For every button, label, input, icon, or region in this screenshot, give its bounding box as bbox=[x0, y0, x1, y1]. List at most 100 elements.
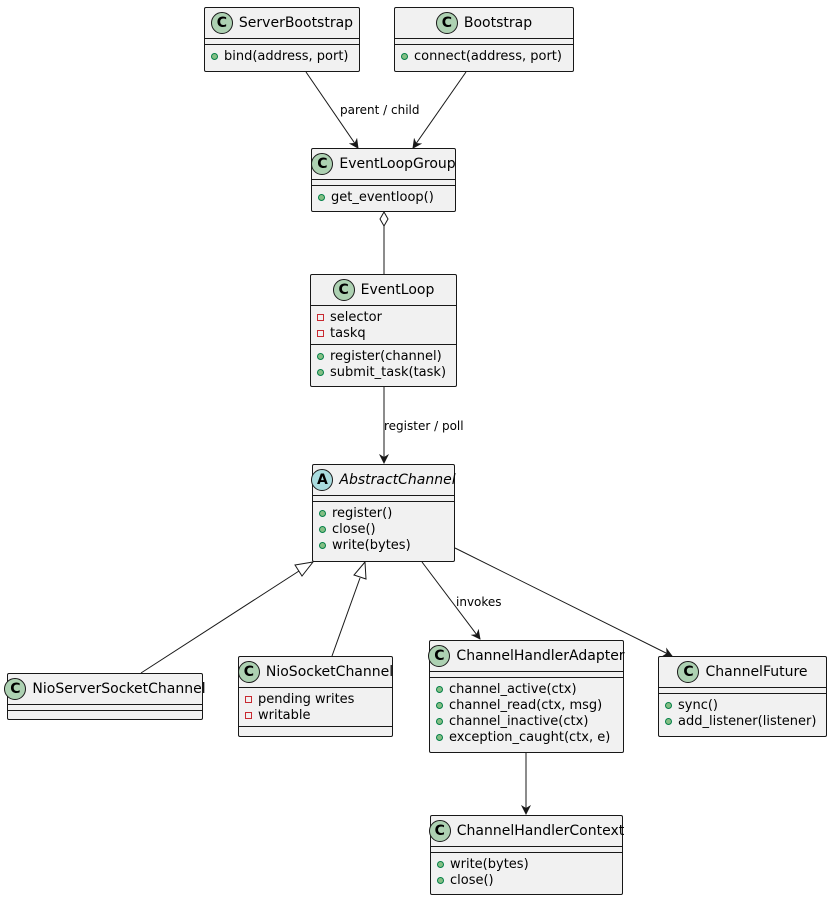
public-visibility-icon bbox=[319, 541, 326, 549]
class-stereotype-icon: C bbox=[428, 645, 451, 667]
class-name: EventLoopGroup bbox=[339, 156, 456, 172]
public-visibility-icon bbox=[437, 860, 444, 868]
class-channelhandlercontext[interactable]: C ChannelHandlerContext write(bytes) clo… bbox=[428, 815, 625, 895]
method-item: sync() bbox=[665, 697, 826, 713]
method-item: channel_read(ctx, msg) bbox=[436, 697, 623, 713]
public-visibility-icon bbox=[436, 701, 443, 709]
class-name: AbstractChannel bbox=[339, 472, 456, 488]
class-stereotype-icon: C bbox=[311, 153, 334, 175]
class-header: C NioServerSocketChannel bbox=[4, 674, 206, 705]
methods-section: channel_active(ctx) channel_read(ctx, ms… bbox=[430, 678, 623, 748]
field-item: selector bbox=[317, 309, 456, 325]
fields-section bbox=[659, 688, 826, 694]
relation-bootstrap-eventloopgroup bbox=[412, 71, 467, 149]
class-channelfuture[interactable]: C ChannelFuture sync() add_listener(list… bbox=[658, 656, 827, 737]
relation-label-invokes: invokes bbox=[456, 595, 502, 609]
class-niosocketchannel[interactable]: C NioSocketChannel pending writes writab… bbox=[237, 656, 394, 737]
methods-section: bind(address, port) bbox=[205, 45, 359, 67]
methods-section: connect(address, port) bbox=[395, 45, 573, 67]
public-visibility-icon bbox=[317, 368, 324, 376]
relation-niosocketchannel-abstractchannel bbox=[331, 577, 361, 657]
method-item: submit_task(task) bbox=[317, 364, 456, 380]
public-visibility-icon bbox=[437, 876, 444, 884]
relation-abstractchannel-channelfuture bbox=[454, 547, 673, 657]
fields-section bbox=[313, 496, 454, 502]
class-header: C ServerBootstrap bbox=[205, 8, 359, 39]
methods-section bbox=[239, 727, 392, 732]
class-stereotype-icon: C bbox=[4, 678, 27, 700]
fields-section bbox=[8, 705, 202, 711]
public-visibility-icon bbox=[318, 193, 325, 201]
method-item: close() bbox=[437, 872, 622, 888]
relation-label-register-poll: register / poll bbox=[384, 419, 464, 433]
class-header: C EventLoopGroup bbox=[311, 149, 456, 180]
class-stereotype-icon: C bbox=[677, 661, 700, 683]
class-name: ChannelHandlerContext bbox=[456, 823, 625, 839]
method-item: register(channel) bbox=[317, 348, 456, 364]
field-item: pending writes bbox=[245, 691, 392, 707]
private-visibility-icon bbox=[317, 313, 324, 321]
class-eventloop[interactable]: C EventLoop selector taskq register(chan… bbox=[310, 274, 457, 387]
public-visibility-icon bbox=[436, 733, 443, 741]
class-bootstrap[interactable]: C Bootstrap connect(address, port) bbox=[394, 7, 574, 72]
public-visibility-icon bbox=[436, 717, 443, 725]
fields-section bbox=[430, 672, 623, 678]
methods-section: get_eventloop() bbox=[312, 186, 455, 208]
method-item: exception_caught(ctx, e) bbox=[436, 729, 623, 745]
class-name: Bootstrap bbox=[463, 15, 533, 31]
class-stereotype-icon: C bbox=[435, 12, 458, 34]
class-name: NioSocketChannel bbox=[265, 664, 394, 680]
public-visibility-icon bbox=[317, 352, 324, 360]
class-stereotype-icon: C bbox=[428, 820, 451, 842]
relation-abstractchannel-channelhandleradapter bbox=[421, 561, 481, 640]
class-stereotype-icon: C bbox=[332, 279, 355, 301]
class-stereotype-icon: C bbox=[237, 661, 260, 683]
relation-serverbootstrap-eventloopgroup bbox=[305, 71, 359, 149]
field-item: writable bbox=[245, 707, 392, 723]
class-header: A AbstractChannel bbox=[311, 465, 456, 496]
fields-section bbox=[312, 180, 455, 186]
class-header: C ChannelHandlerContext bbox=[428, 816, 625, 847]
method-item: add_listener(listener) bbox=[665, 713, 826, 729]
methods-section bbox=[8, 711, 202, 716]
field-item: taskq bbox=[317, 325, 456, 341]
fields-section bbox=[205, 39, 359, 45]
methods-section: write(bytes) close() bbox=[431, 853, 622, 891]
class-header: C ChannelFuture bbox=[659, 657, 826, 688]
class-header: C NioSocketChannel bbox=[237, 657, 394, 688]
class-header: C ChannelHandlerAdapter bbox=[428, 641, 625, 672]
public-visibility-icon bbox=[436, 685, 443, 693]
method-item: channel_inactive(ctx) bbox=[436, 713, 623, 729]
public-visibility-icon bbox=[319, 509, 326, 517]
private-visibility-icon bbox=[245, 711, 252, 719]
private-visibility-icon bbox=[245, 695, 252, 703]
class-serverbootstrap[interactable]: C ServerBootstrap bind(address, port) bbox=[204, 7, 360, 72]
methods-section: sync() add_listener(listener) bbox=[659, 694, 826, 732]
fields-section bbox=[395, 39, 573, 45]
class-eventloopgroup[interactable]: C EventLoopGroup get_eventloop() bbox=[311, 148, 456, 212]
public-visibility-icon bbox=[401, 52, 408, 60]
public-visibility-icon bbox=[319, 525, 326, 533]
method-item: write(bytes) bbox=[437, 856, 622, 872]
abstract-stereotype-icon: A bbox=[311, 469, 334, 491]
inheritance-triangle bbox=[294, 561, 315, 577]
methods-section: register() close() write(bytes) bbox=[313, 502, 454, 556]
class-name: EventLoop bbox=[360, 282, 435, 298]
method-item: get_eventloop() bbox=[318, 189, 455, 205]
method-item: register() bbox=[319, 505, 454, 521]
class-nioserversocketchannel[interactable]: C NioServerSocketChannel bbox=[4, 673, 206, 720]
public-visibility-icon bbox=[665, 717, 672, 725]
method-item: channel_active(ctx) bbox=[436, 681, 623, 697]
public-visibility-icon bbox=[211, 52, 218, 60]
private-visibility-icon bbox=[317, 329, 324, 337]
public-visibility-icon bbox=[665, 701, 672, 709]
class-name: ChannelFuture bbox=[705, 664, 808, 680]
class-channelhandleradapter[interactable]: C ChannelHandlerAdapter channel_active(c… bbox=[428, 640, 625, 753]
class-header: C EventLoop bbox=[311, 275, 456, 306]
fields-section: selector taskq bbox=[311, 306, 456, 345]
class-abstractchannel[interactable]: A AbstractChannel register() close() wri… bbox=[311, 464, 456, 562]
fields-section: pending writes writable bbox=[239, 688, 392, 727]
method-item: connect(address, port) bbox=[401, 48, 573, 64]
aggregation-diamond bbox=[379, 210, 389, 228]
